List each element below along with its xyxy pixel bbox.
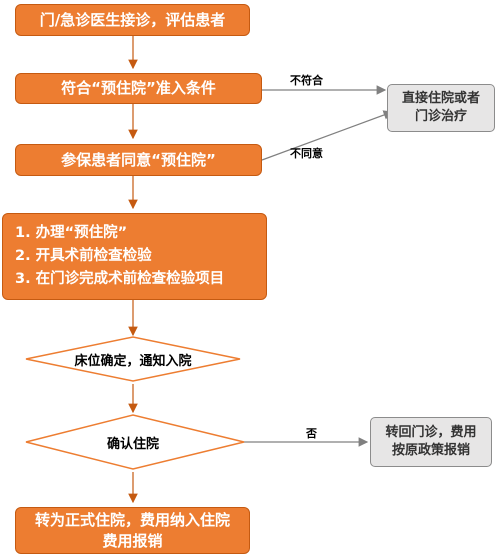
pre-admission-item-1: 1. 办理“预住院” <box>15 224 128 241</box>
step-receive-patient: 门/急诊医生接诊，评估患者 <box>15 4 250 36</box>
edge-label-no: 否 <box>306 427 317 440</box>
arrow-not-agree <box>261 110 394 161</box>
step-formal-admission: 转为正式住院，费用纳入住院费用报销 <box>15 507 250 554</box>
decision-1-label: 床位确定，通知入院 <box>74 353 192 369</box>
alt-direct-admission-label: 直接住院或者门诊治疗 <box>401 91 480 124</box>
decision-2-label: 确认住院 <box>106 436 159 452</box>
decision-diamond-2 <box>25 414 245 470</box>
pre-admission-item-3: 3. 在门诊完成术前检查检验项目 <box>15 271 225 288</box>
alt-return-outpatient-label: 转回门诊，费用按原政策报销 <box>385 425 477 458</box>
alt-return-outpatient: 转回门诊，费用按原政策报销 <box>370 417 492 467</box>
step-formal-admission-label: 转为正式住院，费用纳入住院费用报销 <box>34 511 230 550</box>
step-pre-admission: 1. 办理“预住院” 2. 开具术前检查检验 3. 在门诊完成术前检查检验项目 <box>2 213 267 300</box>
decision-diamond-1 <box>25 336 241 382</box>
step-receive-patient-label: 门/急诊医生接诊，评估患者 <box>39 10 226 29</box>
edge-label-not-agree: 不同意 <box>290 147 323 160</box>
step-patient-consent-label: 参保患者同意“预住院” <box>61 150 216 169</box>
step-admission-criteria-label: 符合“预住院”准入条件 <box>61 79 216 98</box>
step-admission-criteria: 符合“预住院”准入条件 <box>15 73 262 104</box>
pre-admission-item-2: 2. 开具术前检查检验 <box>15 247 152 264</box>
alt-direct-admission: 直接住院或者门诊治疗 <box>387 84 495 132</box>
edge-label-not-qualified: 不符合 <box>290 74 323 87</box>
step-patient-consent: 参保患者同意“预住院” <box>15 144 262 176</box>
